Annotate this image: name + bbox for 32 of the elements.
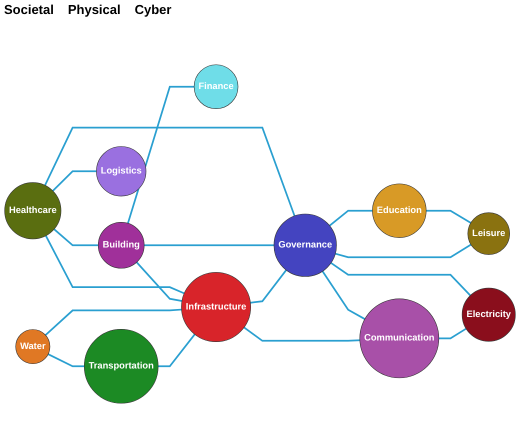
node-circle: Finance <box>194 64 238 109</box>
connector <box>426 210 472 224</box>
axis-label: Physical <box>68 2 121 17</box>
axis-label: Cyber <box>134 2 172 17</box>
connector <box>244 326 360 342</box>
node-circle: Infrastructure <box>181 272 251 342</box>
connector <box>329 210 372 226</box>
connector <box>438 328 467 340</box>
connector <box>54 228 98 246</box>
node-circle: Water <box>15 329 50 364</box>
connector <box>48 353 84 368</box>
connector <box>44 126 296 216</box>
node-circle: Communication <box>359 298 440 378</box>
node-circle: Transportation <box>84 329 158 404</box>
node-circle: Logistics <box>96 146 146 196</box>
connector <box>44 308 182 336</box>
connector <box>322 270 366 320</box>
connector <box>52 170 96 192</box>
node-circle: Governance <box>274 214 337 277</box>
node-circle: Leisure <box>468 212 510 255</box>
connector <box>144 244 274 246</box>
connector <box>136 262 182 302</box>
node-circle: Education <box>372 184 426 238</box>
node-circle: Building <box>98 222 144 269</box>
connector <box>335 244 472 258</box>
axis-label: Societal <box>4 2 54 17</box>
connector <box>330 262 471 296</box>
node-circle: Healthcare <box>4 182 62 240</box>
connector <box>250 270 287 304</box>
connector <box>45 235 185 294</box>
connector <box>158 334 196 368</box>
node-circle: Electricity <box>462 288 516 342</box>
